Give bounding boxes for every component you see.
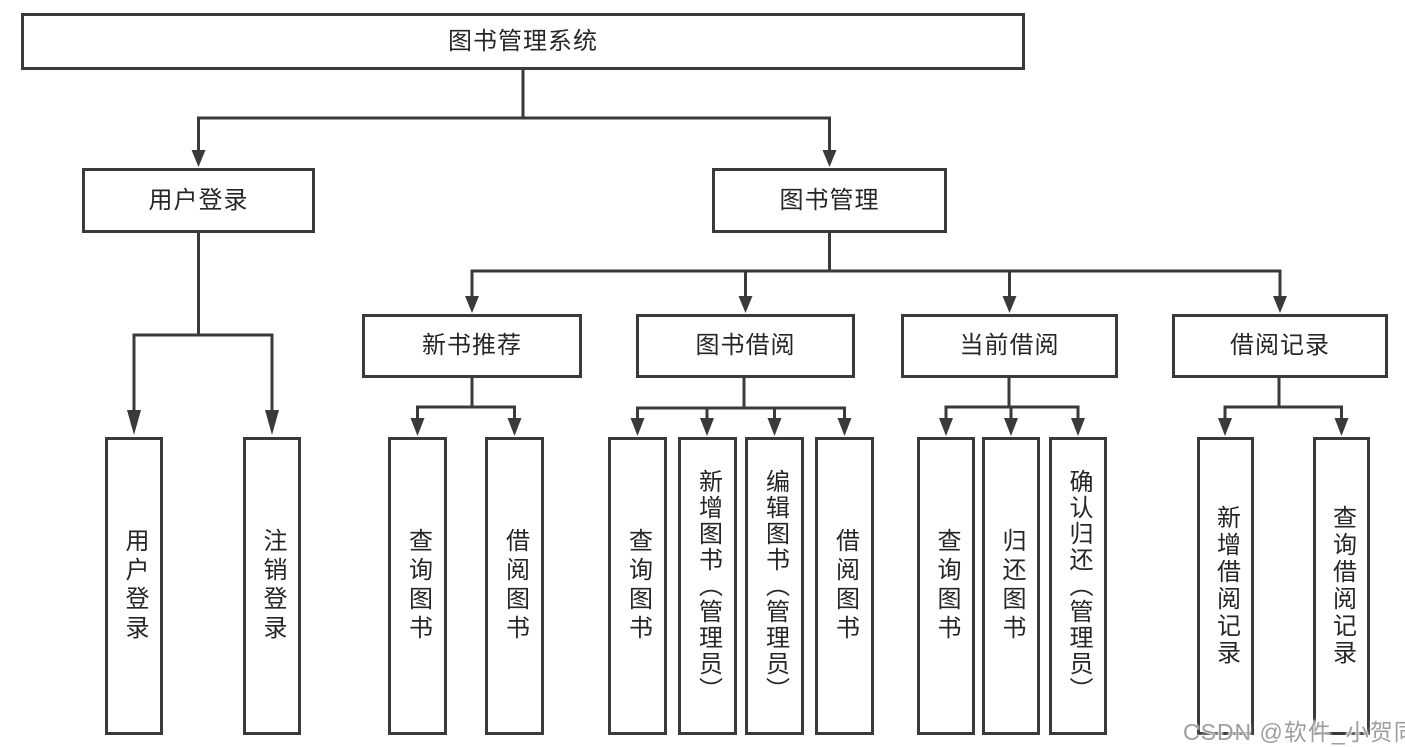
node-query-books-current: 查询图书: [917, 437, 975, 735]
node-system: 图书管理系统: [21, 13, 1025, 70]
arrow-down-icon: [738, 296, 753, 313]
node-book-management: 图书管理: [712, 168, 947, 233]
node-new-book-recommend: 新书推荐: [362, 314, 582, 378]
arrow-down-icon: [507, 418, 522, 436]
arrow-down-icon: [127, 410, 141, 435]
node-borrow-records: 借阅记录: [1172, 314, 1388, 378]
node-query-borrow-record: 查询借阅记录: [1313, 437, 1370, 735]
arrow-down-icon: [465, 296, 479, 313]
csdn-watermark: CSDN @软件_小贺同学: [1183, 719, 1405, 745]
node-book-borrow: 图书借阅: [636, 314, 855, 378]
node-query-books-borrow: 查询图书: [608, 437, 667, 735]
node-return-book: 归还图书: [982, 437, 1040, 735]
node-edit-book-admin: 编辑图书（管理员）: [745, 437, 804, 735]
arrow-down-icon: [410, 418, 425, 436]
arrow-down-icon: [822, 150, 837, 167]
node-add-book-admin: 新增图书（管理员）: [678, 437, 737, 735]
node-confirm-return-admin: 确认归还（管理员）: [1049, 437, 1107, 735]
node-user-login: 用户登录: [82, 168, 315, 233]
node-logout: 注销登录: [243, 437, 301, 735]
arrow-down-icon: [265, 410, 279, 435]
arrow-down-icon: [1004, 418, 1018, 436]
arrow-down-icon: [191, 150, 206, 167]
arrow-down-icon: [1071, 418, 1085, 436]
node-current-borrow: 当前借阅: [901, 314, 1118, 378]
arrow-down-icon: [1002, 296, 1017, 313]
node-add-borrow-record: 新增借阅记录: [1197, 437, 1254, 735]
node-borrow-books-recommend: 借阅图书: [485, 437, 544, 735]
arrow-down-icon: [700, 418, 714, 436]
arrow-down-icon: [630, 418, 645, 436]
arrow-down-icon: [1334, 418, 1349, 436]
node-query-books-recommend: 查询图书: [388, 437, 447, 735]
arrow-down-icon: [1273, 296, 1287, 313]
arrow-down-icon: [1218, 418, 1232, 436]
arrow-down-icon: [837, 418, 852, 436]
node-login: 用户登录: [105, 437, 163, 735]
node-borrow-books: 借阅图书: [815, 437, 874, 735]
arrow-down-icon: [767, 418, 782, 436]
arrow-down-icon: [939, 418, 953, 436]
